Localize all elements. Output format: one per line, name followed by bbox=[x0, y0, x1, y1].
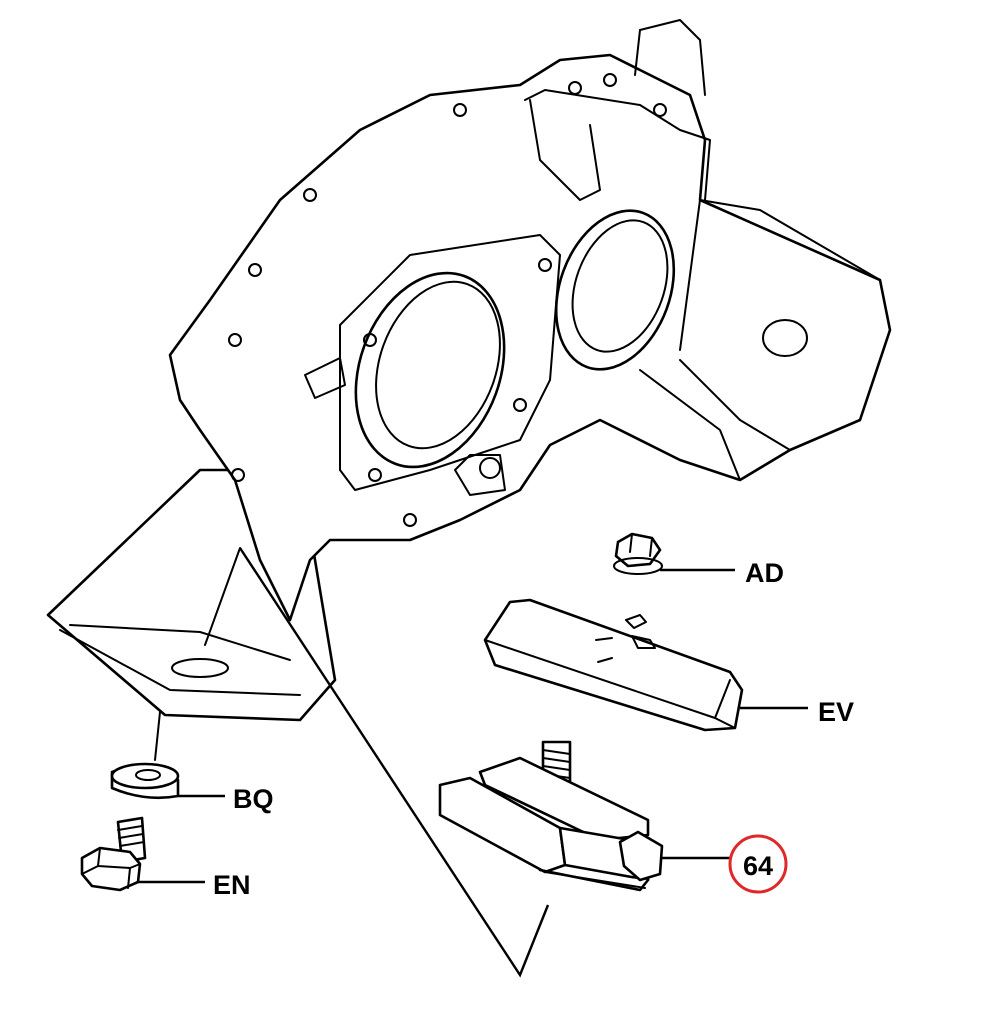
part-flange-nut bbox=[613, 532, 663, 575]
callout-label-en: EN bbox=[213, 870, 251, 900]
callout-highlight-circle bbox=[728, 834, 788, 894]
callout-label-bq: BQ bbox=[233, 784, 274, 814]
callout-label-ad: AD bbox=[745, 558, 784, 588]
part-engine-mount bbox=[438, 740, 664, 892]
guide-line bbox=[238, 547, 550, 978]
part-cover-pad bbox=[483, 598, 744, 732]
part-hex-bolt bbox=[80, 816, 147, 892]
engine-housing-bracket bbox=[46, 19, 892, 761]
callout-label-ev: EV bbox=[818, 697, 854, 727]
part-washer bbox=[110, 762, 180, 800]
callout-label-64: 64 bbox=[743, 851, 773, 881]
